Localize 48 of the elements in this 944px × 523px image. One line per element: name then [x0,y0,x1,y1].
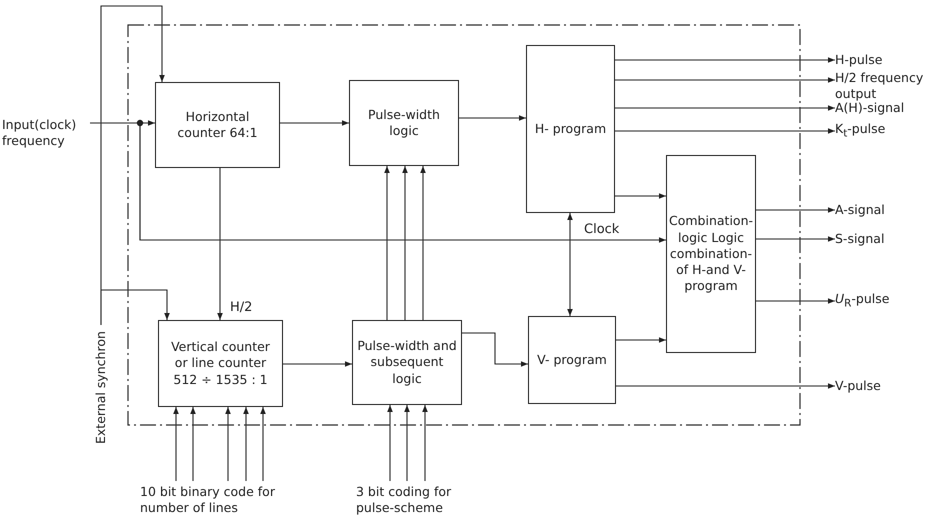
output-label: U$_{R}$-pulse [835,291,935,311]
output-label: K$_{t}$-pulse [835,121,935,141]
dashed-enclosure [128,25,800,425]
connector-arrow [217,168,223,320]
connector-arrow [756,298,835,304]
connector-arrow [422,405,428,481]
connector-arrow [173,407,179,481]
connector-arrow [402,166,408,320]
connector-arrow [420,166,426,320]
connector-arrow [459,115,526,121]
connector-arrow [260,407,266,481]
block-box: Horizontal counter 64:1 [155,82,280,168]
connector-arrow [387,405,393,481]
connector-arrow [615,77,835,83]
connector-arrow [756,236,835,242]
connector-arrow [615,105,835,111]
connector-arrow [615,57,835,63]
input-label: Input(clock) frequency [2,113,90,153]
connector-arrow [615,193,666,199]
connector-arrow [384,166,390,320]
connector-arrow [462,332,528,367]
block-box: V- program [528,316,616,404]
block-box: Vertical counter or line counter 512 ÷ 1535 : 1 [158,320,283,407]
input-label: 10 bit binary code for number of lines [140,481,320,519]
connector-arrow [616,383,835,389]
connector-arrow [90,122,666,243]
output-label: S-signal [835,230,925,248]
output-label: A(H)-signal [835,99,935,117]
connector-arrow [756,207,835,213]
connector-arrow [404,405,410,481]
block-box: Combination- logic Logic combination- of H-and V- program [666,155,756,353]
connector-arrow [283,361,352,367]
connector-arrow [100,289,170,325]
output-label: A-signal [835,201,925,219]
connector-arrow [615,128,835,134]
connector-arrow [616,337,666,343]
output-label: H-pulse [835,51,925,69]
connector-arrow [280,120,349,126]
block-box: H- program [526,45,615,213]
connector-arrow [190,407,196,481]
connector-arrow [225,407,231,481]
vertical-label: External synchron [92,325,110,450]
block-box: Pulse-width logic [349,80,459,166]
output-label: H/2 frequency output [835,70,935,102]
output-label: V-pulse [835,377,925,395]
input-label: 3 bit coding for pulse-scheme [356,481,486,519]
block-box: Pulse-width and subsequent logic [352,320,462,405]
connector-arrow [243,407,249,481]
